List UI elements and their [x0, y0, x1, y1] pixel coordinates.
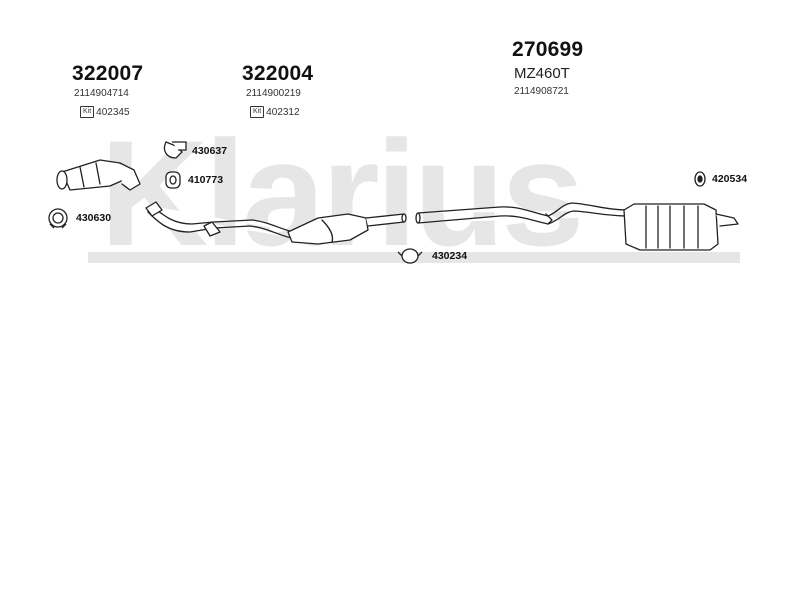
part-number: 322007	[72, 62, 144, 85]
clamp-ring-icon	[48, 208, 68, 229]
rear-silencer[interactable]	[623, 203, 739, 251]
oe-number: 2114908721	[514, 86, 569, 97]
oe-number: 2114900219	[246, 88, 301, 99]
fitting-number: 430234	[432, 250, 468, 262]
fitting-number: 410773	[188, 174, 224, 186]
kit-number: 402345	[96, 106, 130, 118]
rubber-mount-icon	[694, 171, 706, 187]
model-code: MZ460T	[514, 65, 570, 82]
clamp-icon	[163, 141, 187, 159]
kit-number: 402312	[266, 106, 300, 118]
catalytic-converter-front[interactable]	[56, 159, 141, 191]
kit-label: Kit 402345	[80, 106, 130, 118]
front-pipe[interactable]	[145, 201, 295, 239]
fitting-number: 420534	[712, 173, 748, 185]
clamp-icon	[397, 248, 423, 264]
kit-badge: Kit	[80, 106, 95, 118]
part-number: 270699	[512, 38, 584, 61]
fitting-number: 430637	[192, 145, 228, 157]
rubber-mount-icon	[165, 171, 181, 189]
kit-label: Kit 402312	[250, 106, 300, 118]
oe-number: 2114904714	[74, 88, 129, 99]
fitting-number: 430630	[76, 212, 112, 224]
rear-pipe[interactable]	[415, 202, 629, 225]
part-number: 322004	[242, 62, 314, 85]
centre-silencer[interactable]	[287, 213, 407, 245]
kit-badge: Kit	[250, 106, 265, 118]
